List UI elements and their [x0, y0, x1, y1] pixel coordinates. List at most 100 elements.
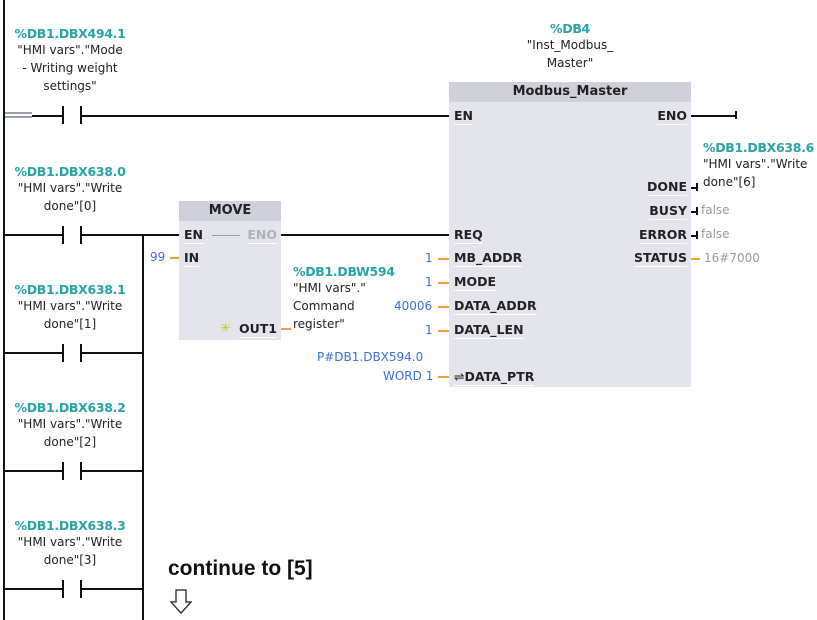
move-block[interactable]: MOVE EN ENO IN ✳ OUT1: [179, 201, 281, 340]
modbus-pin-en: EN: [454, 108, 474, 125]
data-len-wire: [438, 330, 449, 332]
data-ptr-value-line[interactable]: P#DB1.DBX594.0: [317, 350, 424, 364]
out1-symbol-line: Command: [293, 299, 355, 313]
data-ptr-label: DATA_PTR: [464, 369, 535, 384]
mb-addr-wire: [438, 258, 449, 260]
contact-label-write-done-0: %DB1.DBX638.0 "HMI vars"."Write done"[0]: [6, 164, 134, 215]
move-eno-to-req-wire: [281, 234, 449, 236]
error-wire-end: [696, 231, 698, 239]
rung2-wire-left: [3, 234, 62, 236]
move-out1-wire: [281, 328, 291, 330]
done-symbol-line: done"[6]: [703, 175, 756, 189]
contact-symbol-line: "HMI vars"."Write: [17, 299, 123, 313]
error-wire: [691, 235, 697, 237]
contact-bar-left: [62, 462, 64, 480]
contact-bar-right: [80, 344, 82, 362]
out1-address: %DB1.DBW594: [293, 264, 395, 279]
eno-wire: [691, 115, 736, 117]
contact-bar-right: [80, 106, 82, 124]
rung1-wire-left: [32, 115, 62, 117]
contact-symbol-line: done"[0]: [43, 199, 97, 213]
modbus-pin-data-addr: DATA_ADDR: [454, 298, 537, 315]
move-out1-operand[interactable]: %DB1.DBW594 "HMI vars"." Command registe…: [293, 264, 395, 333]
rail-connector-double-line: [5, 112, 32, 118]
out1-symbol-line: register": [293, 317, 345, 331]
contact-label-write-done-3: %DB1.DBX638.3 "HMI vars"."Write done"[3]: [6, 518, 134, 569]
continue-note: continue to [5]: [168, 557, 313, 580]
data-ptr-wire: [438, 376, 449, 378]
left-power-rail: [3, 0, 5, 620]
contact-symbol-line: "HMI vars"."Write: [17, 417, 123, 431]
busy-value: false: [701, 203, 730, 217]
rung4-wire-right: [82, 470, 143, 472]
mb-addr-value[interactable]: 1: [425, 251, 433, 265]
status-value: 16#7000: [704, 251, 760, 265]
contact-bar-left: [62, 226, 64, 244]
contact-label-write-done-1: %DB1.DBX638.1 "HMI vars"."Write done"[1]: [6, 282, 134, 333]
contact-address: %DB1.DBX638.3: [14, 518, 126, 533]
instance-symbol-line: Master": [546, 56, 594, 70]
data-len-value[interactable]: 1: [425, 323, 433, 337]
contact-symbol-line: done"[2]: [43, 435, 97, 449]
move-pin-en: EN: [184, 227, 204, 244]
modbus-pin-data-len: DATA_LEN: [454, 322, 524, 339]
data-ptr-value-line[interactable]: WORD 1: [383, 369, 434, 383]
instance-address: %DB4: [550, 21, 590, 36]
contact-bar-left: [62, 580, 64, 598]
move-pin-out1: OUT1: [238, 321, 277, 338]
contact-address: %DB1.DBX638.0: [14, 164, 126, 179]
modbus-pin-status: STATUS: [634, 250, 687, 267]
rung3-wire-right: [82, 352, 143, 354]
or-branch-vertical: [142, 234, 144, 620]
mode-value[interactable]: 1: [425, 275, 433, 289]
done-wire-end: [696, 183, 698, 191]
move-in-value[interactable]: 99: [150, 250, 166, 264]
done-operand[interactable]: %DB1.DBX638.6 "HMI vars"."Write done"[6]: [703, 140, 814, 191]
rung4-wire-left: [3, 470, 62, 472]
done-address: %DB1.DBX638.6: [703, 140, 815, 155]
busy-wire: [691, 211, 697, 213]
contact-symbol-line: "HMI vars"."Write: [17, 181, 123, 195]
rung3-wire-left: [3, 352, 62, 354]
modbus-pin-req: REQ: [454, 227, 483, 244]
rung2-wire-to-move: [82, 234, 179, 236]
contact-bar-right: [80, 462, 82, 480]
move-block-title: MOVE: [179, 201, 281, 221]
out1-symbol-line: "HMI vars".": [293, 281, 366, 295]
contact-bar-left: [62, 106, 64, 124]
modbus-pin-error: ERROR: [638, 227, 687, 244]
contact-bar-right: [80, 580, 82, 598]
contact-symbol-line: "HMI vars"."Mode: [17, 43, 123, 57]
move-pin-in: IN: [184, 250, 200, 267]
contact-symbol-line: done"[1]: [43, 317, 97, 331]
modbus-block-title: Modbus_Master: [449, 82, 691, 102]
error-value: false: [701, 227, 730, 241]
busy-wire-end: [696, 207, 698, 215]
rung1-wire-to-en: [82, 115, 449, 117]
contact-symbol-line: done"[3]: [43, 553, 97, 567]
contact-symbol-line: - Writing weight: [22, 61, 118, 75]
contact-address: %DB1.DBX638.1: [14, 282, 126, 297]
modbus-master-block[interactable]: Modbus_Master EN REQ MB_ADDR MODE DATA_A…: [449, 82, 691, 387]
contact-address: %DB1.DBX494.1: [14, 26, 126, 41]
inout-icon: ⇌: [454, 369, 465, 384]
mode-wire: [438, 282, 449, 284]
modbus-instance-label: %DB4 "Inst_Modbus_ Master": [500, 21, 640, 72]
down-arrow-icon: [169, 589, 193, 614]
move-pin-eno: ENO: [247, 227, 277, 244]
modbus-pin-eno: ENO: [657, 108, 687, 125]
contact-address: %DB1.DBX638.2: [14, 400, 126, 415]
move-en-eno-link: [212, 235, 240, 236]
sparkle-icon: ✳: [220, 321, 231, 336]
contact-symbol-line: settings": [43, 79, 97, 93]
instance-symbol-line: "Inst_Modbus_: [526, 38, 614, 52]
contact-label-mode-writing: %DB1.DBX494.1 "HMI vars"."Mode - Writing…: [6, 26, 134, 95]
modbus-pin-busy: BUSY: [649, 203, 687, 220]
rung5-wire-left: [3, 588, 62, 590]
data-addr-value[interactable]: 40006: [394, 299, 433, 313]
rung5-wire-right: [82, 588, 143, 590]
contact-bar-left: [62, 344, 64, 362]
modbus-pin-done: DONE: [646, 179, 687, 196]
contact-symbol-line: "HMI vars"."Write: [17, 535, 123, 549]
done-symbol-line: "HMI vars"."Write: [703, 157, 808, 171]
